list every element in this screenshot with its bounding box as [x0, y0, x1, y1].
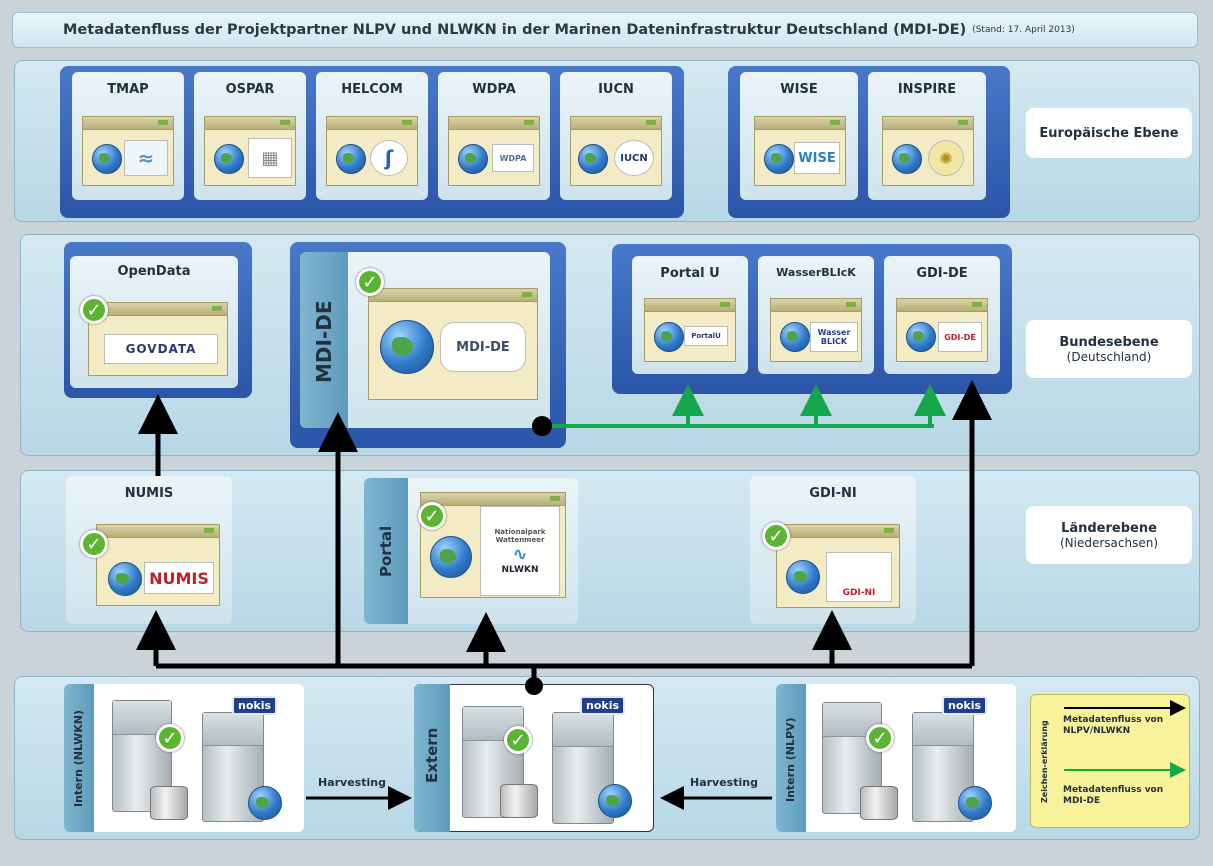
- check-icon: ✓: [504, 726, 532, 754]
- globe-icon: [654, 322, 684, 352]
- harvesting-label-right: Harvesting: [690, 776, 758, 789]
- check-icon: ✓: [418, 502, 446, 530]
- gdini-title: GDI-NI: [809, 486, 857, 501]
- gdide-logo: GDI-DE: [938, 322, 982, 352]
- portal-card-wdpa: WDPA WDPA: [438, 72, 550, 200]
- nokis-logo: nokis: [232, 696, 278, 715]
- black-flow-node: [525, 677, 543, 695]
- portal-card-tmap: TMAP ≈: [72, 72, 184, 200]
- portal-name: TMAP: [107, 82, 149, 97]
- server-icon: [912, 712, 974, 822]
- check-icon: ✓: [356, 268, 384, 296]
- portal-card-portalu: Portal U PortalU: [632, 256, 748, 374]
- portal-card-iucn: IUCN IUCN: [560, 72, 672, 200]
- database-icon: [860, 786, 898, 820]
- check-icon: ✓: [156, 724, 184, 752]
- portal-card-wasserblick: WasserBLIcK Wasser BLICK: [758, 256, 874, 374]
- check-icon: ✓: [80, 296, 108, 324]
- portal-name: Portal U: [660, 266, 720, 281]
- check-icon: ✓: [866, 724, 894, 752]
- globe-icon: [108, 562, 142, 596]
- portal-name: INSPIRE: [897, 82, 957, 97]
- numis-title: NUMIS: [124, 486, 174, 501]
- mdide-strip: [300, 252, 348, 428]
- portal-card-gdide: GDI-DE GDI-DE: [884, 256, 1000, 374]
- globe-icon: [786, 560, 820, 594]
- portal-window: [882, 116, 974, 186]
- portal-name: WasserBLIcK: [776, 266, 856, 279]
- portal-name: HELCOM: [341, 82, 403, 97]
- wasserblick-logo: Wasser BLICK: [810, 322, 858, 352]
- globe-icon: [906, 322, 936, 352]
- globe-icon: [92, 144, 122, 174]
- globe-icon: [780, 322, 810, 352]
- green-flow-node: [532, 416, 552, 436]
- diagram-title: Metadatenfluss der Projektpartner NLPV u…: [63, 22, 967, 38]
- legend-green-text: Metadatenfluss von MDI-DE: [1063, 785, 1164, 806]
- nokis-logo: nokis: [942, 696, 988, 715]
- database-icon: [500, 784, 538, 818]
- nlwkn-wave-icon: ∿: [512, 543, 528, 565]
- globe-icon: [598, 784, 632, 818]
- server-icon: [202, 712, 264, 822]
- harvesting-label-left: Harvesting: [318, 776, 386, 789]
- level-label-europe: Europäische Ebene: [1026, 108, 1192, 158]
- globe-icon: [214, 144, 244, 174]
- portalu-logo: PortalU: [684, 326, 728, 346]
- nlwkn-logo: Nationalpark Wattenmeer ∿ NLWKN: [480, 506, 560, 596]
- extern-strip: [414, 684, 450, 832]
- ospar-map-icon: ▦: [248, 138, 292, 178]
- nlwkn-text: NLWKN: [501, 564, 539, 575]
- portal-card-inspire: INSPIRE ✺: [868, 72, 986, 200]
- inspire-logo-icon: ✺: [928, 140, 964, 176]
- level-label-bund: Bundesebene (Deutschland): [1026, 320, 1192, 378]
- check-icon: ✓: [762, 522, 790, 550]
- portal-name: WDPA: [472, 82, 516, 97]
- wise-logo: WISE: [794, 142, 840, 174]
- title-bar: Metadatenfluss der Projektpartner NLPV u…: [12, 12, 1198, 48]
- globe-icon: [380, 320, 434, 374]
- mdide-logo: MDI-DE: [440, 322, 526, 372]
- wdpa-logo: WDPA: [492, 144, 534, 172]
- helcom-logo-icon: ʃ: [370, 140, 408, 176]
- nationalpark-text: Nationalpark Wattenmeer: [494, 527, 546, 544]
- tmap-logo-icon: ≈: [124, 140, 168, 176]
- globe-icon: [764, 144, 794, 174]
- server-icon: [552, 712, 614, 824]
- stand-date: (Stand: 17. April 2013): [972, 25, 1075, 35]
- intern-nlwkn-strip: [64, 684, 94, 832]
- numis-logo: NUMIS: [144, 562, 214, 594]
- opendata-card: OpenData GOVDATA: [70, 256, 238, 388]
- level-label-land: Länderebene (Niedersachsen): [1026, 506, 1192, 564]
- portal-name: WISE: [780, 82, 818, 97]
- gdini-logo: GDI-NI: [826, 552, 892, 602]
- portal-name: IUCN: [598, 82, 634, 97]
- portal-name: OSPAR: [225, 82, 275, 97]
- iucn-logo: IUCN: [614, 140, 654, 176]
- globe-icon: [430, 536, 472, 578]
- globe-icon: [458, 144, 488, 174]
- portal-card-ospar: OSPAR ▦: [194, 72, 306, 200]
- portal-card-wise: WISE WISE: [740, 72, 858, 200]
- globe-icon: [248, 786, 282, 820]
- portal-name: GDI-DE: [916, 266, 968, 281]
- globe-icon: [336, 144, 366, 174]
- portal-card-helcom: HELCOM ʃ: [316, 72, 428, 200]
- server-icon: [112, 700, 172, 812]
- check-icon: ✓: [80, 530, 108, 558]
- legend: Zeichen-erklärung Metadatenfluss von NLP…: [1030, 694, 1190, 828]
- gdini-card: GDI-NI GDI-NI: [750, 476, 916, 624]
- opendata-title: OpenData: [117, 264, 191, 279]
- land-portal-strip: [364, 478, 408, 624]
- globe-icon: [578, 144, 608, 174]
- nokis-logo: nokis: [580, 696, 626, 715]
- govdata-logo: GOVDATA: [104, 334, 218, 364]
- intern-nlpv-strip: [776, 684, 806, 832]
- globe-icon: [892, 144, 922, 174]
- globe-icon: [958, 786, 992, 820]
- database-icon: [150, 786, 188, 820]
- legend-black-text: Metadatenfluss von NLPV/NLWKN: [1063, 715, 1164, 736]
